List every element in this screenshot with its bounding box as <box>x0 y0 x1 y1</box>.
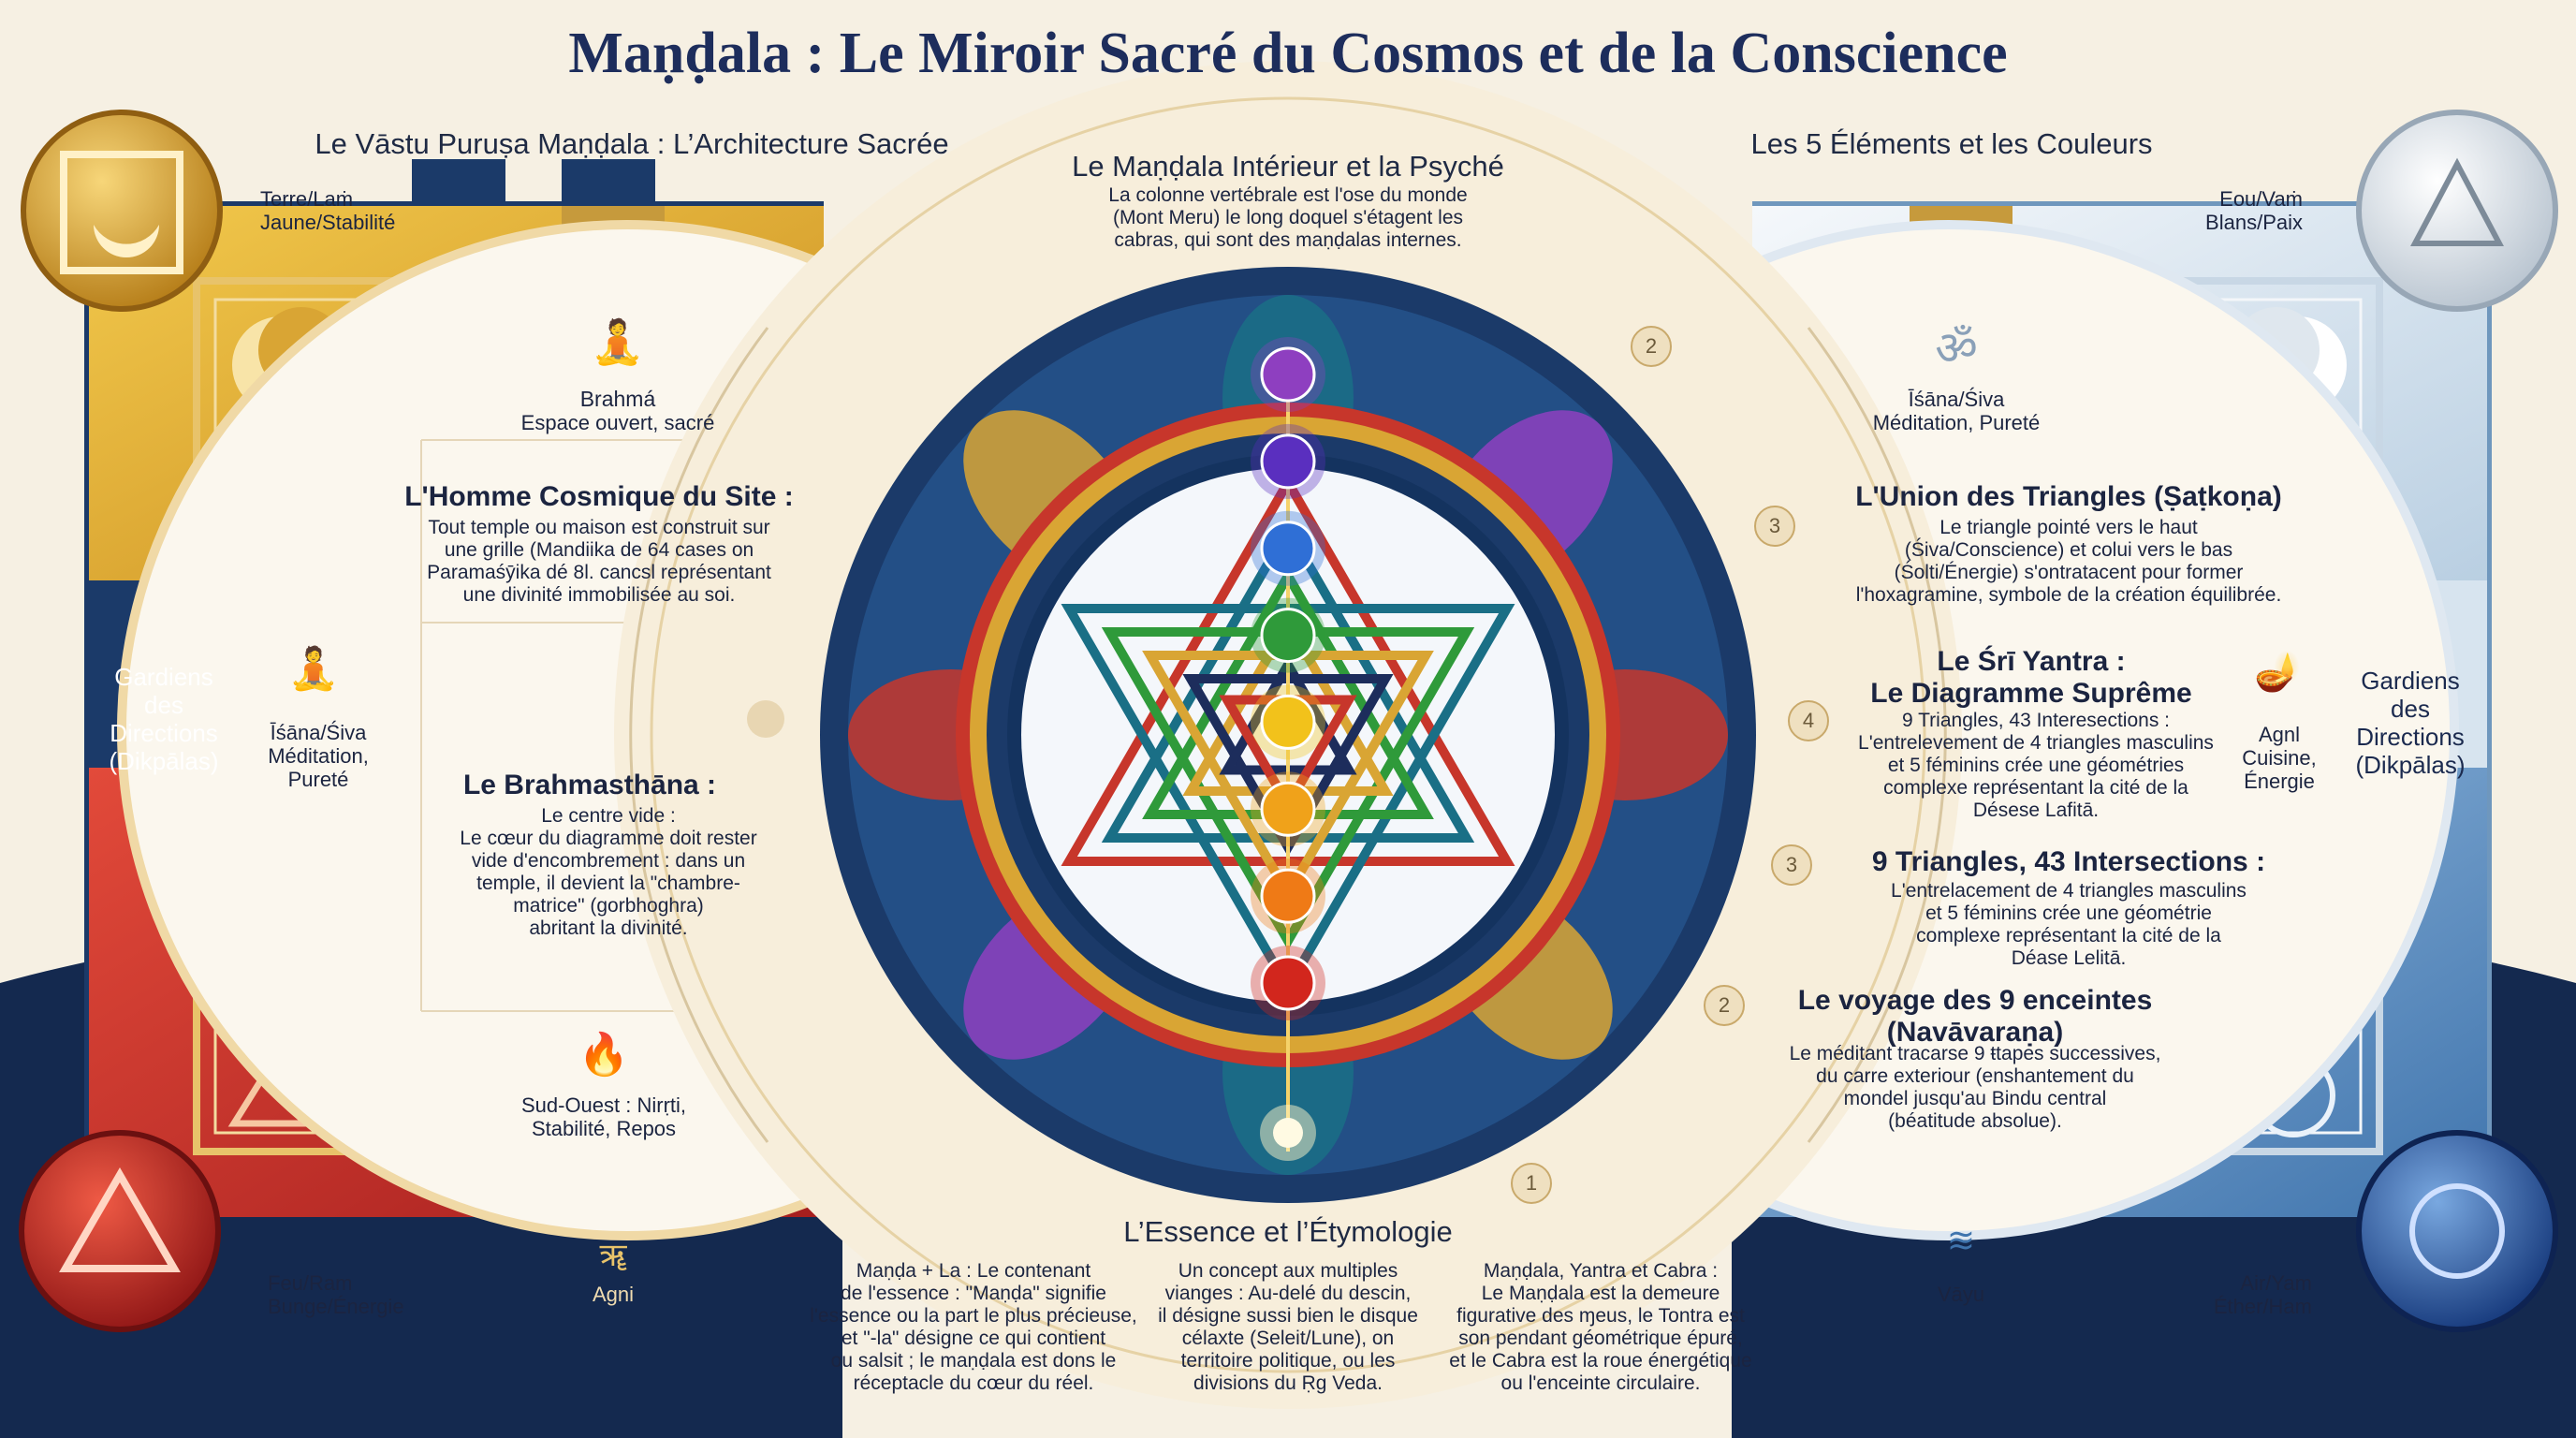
center-title: Le Maṇḍala Intérieur et la Psyché <box>1072 150 1504 183</box>
chakra-icon <box>1260 781 1316 837</box>
essence-title: L’Essence et l’Étymologie <box>1123 1215 1453 1248</box>
triangles-text: L'entrelacement de 4 triangles masculins… <box>1891 880 2247 969</box>
fire-label: Feu/Ram <box>268 1271 353 1295</box>
left-guardians-label: Gardiens des Directions (Dikpālas) <box>109 663 219 775</box>
union-text: Le triangle pointé vers le haut(Śiva/Con… <box>1855 517 2282 606</box>
corner-bottom-left-label: Feu/Ram Bunge/Énergie <box>268 1271 427 1318</box>
step-number-union: 3 <box>1754 506 1795 547</box>
air-label: Air/Yam <box>2240 1271 2312 1295</box>
water-color-label: Blans/Paix <box>2205 211 2303 234</box>
southwest-label: Sud-Ouest : Nirṛti, Stabilité, Repos <box>520 1093 687 1140</box>
agni-lamp-icon: 🪔 <box>2254 652 2301 693</box>
step-number-sri-yantra: 4 <box>1788 700 1829 741</box>
cosmic-man-heading: L'Homme Cosmique du Site : <box>404 481 794 512</box>
right-guardians-label: Gardiens des Directions (Dikpālas) <box>2355 667 2466 779</box>
flame-icon: 🔥 <box>578 1032 630 1078</box>
chakra-icon <box>1260 346 1316 403</box>
agni-bottom-label: Agni <box>592 1283 635 1306</box>
water-label: Eou/Vaṁ <box>2219 187 2303 211</box>
wind-icon: ≋ <box>1946 1221 1976 1259</box>
corner-top-right-label: Eou/Vaṁ Blans/Paix <box>2144 187 2303 234</box>
step-number-1: 1 <box>1511 1163 1552 1204</box>
brahmasthana-text: Le centre vide : Le cœur du diagramme do… <box>460 805 757 939</box>
chakra-icon <box>1260 955 1316 1011</box>
corner-bottom-right-label: Air/Yam Éther/Ham <box>2153 1271 2312 1318</box>
chakra-icon <box>1260 868 1316 924</box>
cosmic-man-text: Tout temple ou maison est construit sur … <box>427 517 771 606</box>
brahma-label: Brahmá Espace ouvert, sacré <box>520 387 715 435</box>
voyage-text: Le méditant tracarse 9 ŧtapes successive… <box>1789 1043 2161 1132</box>
essence-col-3: Maṇḍala, Yantra et Cabra :Le Maṇḍala est… <box>1449 1260 1752 1394</box>
isana-left-label: Īśāna/Śiva Méditation, Pureté <box>268 721 369 791</box>
agni-right-label: Agnl Cuisine, Énergie <box>2242 723 2317 793</box>
triangles-heading: 9 Triangles, 43 Intersections : <box>1871 846 2266 877</box>
earth-label: Terre/Laṁ <box>260 187 354 211</box>
voyage-heading: Le voyage des 9 enceintes (Navāvaraṇa) <box>1797 985 2153 1048</box>
sri-yantra-heading: Le Śrī Yantra : Le Diagramme Suprême <box>1870 646 2192 709</box>
step-number-triangles: 3 <box>1771 844 1812 886</box>
page-title: Maṇḍala : Le Miroir Sacré du Cosmos et d… <box>568 22 2008 85</box>
chakra-icon <box>1260 608 1316 664</box>
brahma-icon: 🧘 <box>591 317 645 366</box>
center-text: La colonne vertébrale est l'ose du monde… <box>1108 184 1468 251</box>
brahmasthana-heading: Le Brahmasthāna : <box>462 770 717 800</box>
vayu-label: Vāyu <box>1937 1283 1985 1306</box>
step-number-2-top: 2 <box>1631 326 1672 367</box>
ether-label: Éther/Ham <box>2213 1295 2312 1318</box>
fire-color-label: Bunge/Énergie <box>268 1295 404 1318</box>
step-number-voyage: 2 <box>1704 985 1745 1026</box>
earth-color-label: Jaune/Stabilité <box>260 211 396 234</box>
right-panel-title: Les 5 Éléments et les Couleurs <box>1750 127 2153 160</box>
union-heading: L'Union des Triangles (Ṣaṭkoṇa) <box>1855 481 2282 512</box>
left-panel-title: Le Vāstu Puruṣa Maṇḍala : L’Architecture… <box>315 127 949 160</box>
chakra-icon <box>1260 521 1316 577</box>
central-mandala <box>614 61 1962 1409</box>
isana-right-label: Īśāna/Śiva Méditation, Pureté <box>1872 388 2041 434</box>
corner-top-left-label: Terre/Laṁ Jaune/Stabilité <box>260 187 419 234</box>
chakra-icon <box>1260 433 1316 490</box>
agni-symbol-icon: ॠ <box>599 1238 627 1273</box>
chakra-icon <box>1260 694 1316 750</box>
isana-icon: 🧘 <box>287 646 340 692</box>
om-icon: ॐ <box>1935 322 1978 374</box>
sri-yantra-text: 9 Triangles, 43 Interesections :L'entrel… <box>1858 710 2214 821</box>
